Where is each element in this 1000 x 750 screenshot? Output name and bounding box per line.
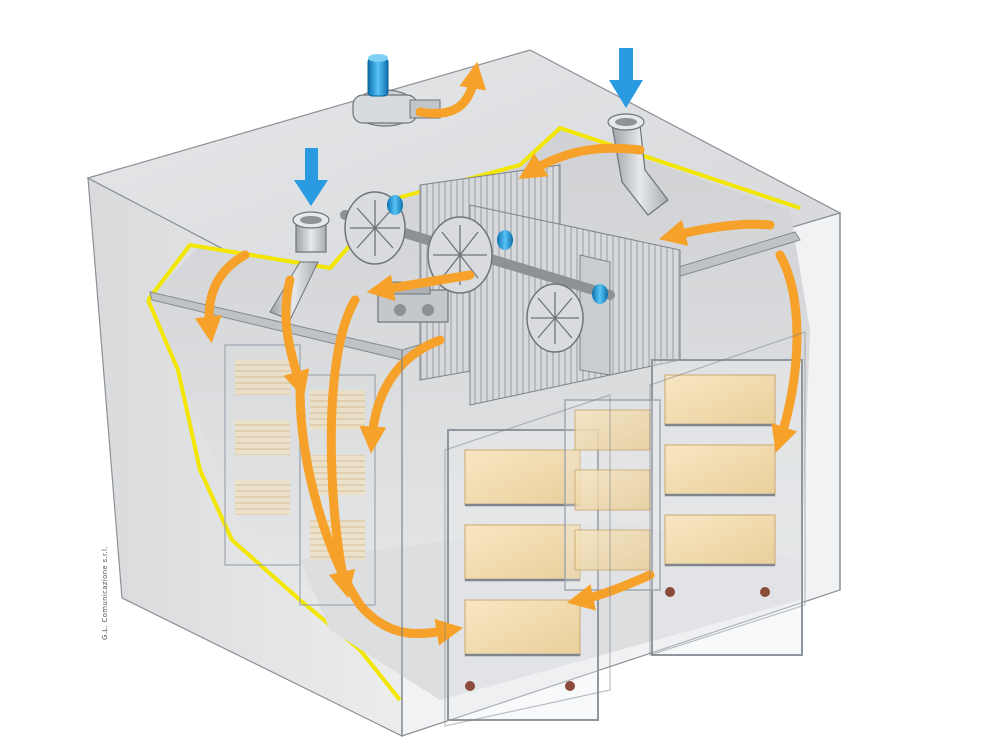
product-tray [464, 449, 581, 506]
product-tray [464, 524, 581, 581]
fin-panel-side [579, 254, 611, 376]
front-doors [401, 213, 841, 736]
fan-2 [427, 216, 513, 294]
product-tray [664, 514, 776, 566]
air-intake-arrow-right [609, 48, 643, 108]
airflow-arrow-icon [281, 275, 310, 398]
fan-icon [531, 292, 579, 344]
exhaust-fan-icon [367, 57, 389, 97]
airflow-arrows [194, 61, 802, 646]
airflow-arrow-icon [295, 385, 464, 646]
fan-icon [350, 200, 400, 256]
trolley-front-right [651, 359, 803, 656]
airflow-arrow-icon [771, 250, 802, 453]
fan-3 [526, 283, 608, 353]
airflow-arrow-icon [658, 219, 775, 246]
airflow-arrow-icon [518, 143, 645, 180]
product-tray [664, 444, 776, 496]
airflow-arrow-icon [194, 250, 250, 344]
exhaust-fan [352, 54, 441, 127]
airflow-arrow-icon [326, 295, 360, 599]
rear-trolleys [224, 344, 376, 606]
airflow-arrow-icon [366, 270, 475, 302]
air-intake-icon [294, 48, 643, 206]
air-intake-arrow-left [294, 148, 328, 206]
trolley-middle [564, 399, 661, 591]
illustration-credit: G.L. Comunicazione s.r.l. [101, 546, 109, 640]
airflow-arrow-icon [415, 61, 487, 118]
airflow-arrow-icon [359, 335, 445, 454]
airflow-arrow-icon [566, 570, 655, 611]
trolley-front-left [447, 429, 599, 721]
fan-1 [344, 191, 406, 265]
fan-icon [433, 225, 487, 285]
seal-outline-left [146, 299, 402, 702]
product-tray [464, 599, 581, 656]
product-tray [664, 374, 776, 426]
